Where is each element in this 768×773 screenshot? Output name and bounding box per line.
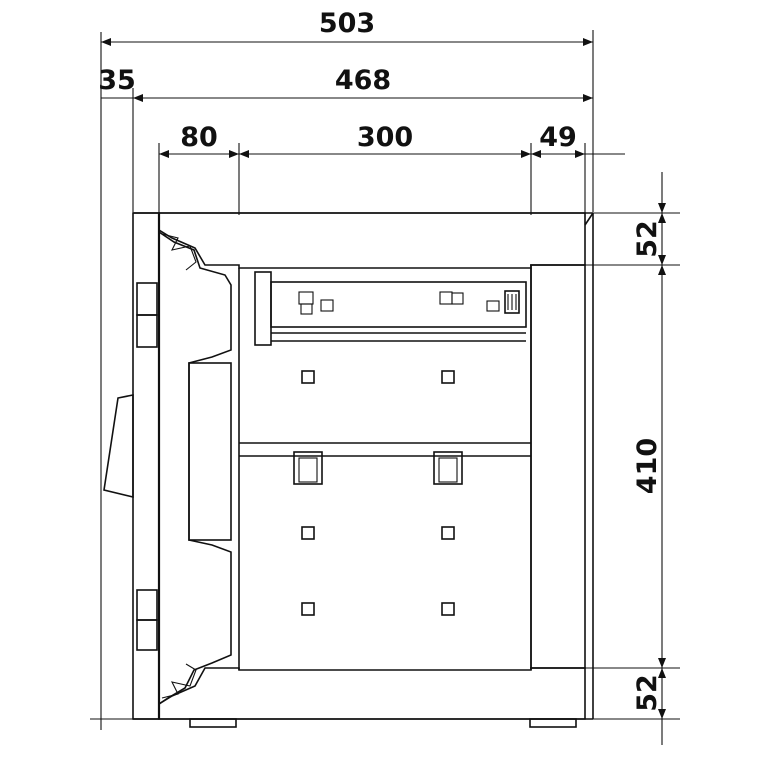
- peg-hole: [301, 370, 315, 384]
- lock-block-3: [320, 299, 334, 312]
- label-interior-width: 300: [357, 122, 413, 153]
- bottom-wall: [158, 667, 586, 720]
- label-body-width: 468: [335, 65, 391, 96]
- lock-block-5: [451, 292, 464, 305]
- label-interior-height: 410: [632, 438, 663, 494]
- lock-block-1: [298, 291, 314, 305]
- label-overall-width: 503: [319, 8, 375, 39]
- body-back-chamfer-top: [584, 212, 594, 226]
- lower-hinge-top: [136, 589, 158, 621]
- top-bolt-tooth: [161, 233, 197, 271]
- label-right-wall: 49: [539, 122, 577, 153]
- safe-body: [133, 212, 594, 720]
- upper-hinge-top: [136, 282, 158, 316]
- drawer-body: [270, 281, 527, 328]
- door-pocket: [188, 362, 232, 541]
- lock-block-2: [300, 303, 313, 315]
- label-bottom-wall: 52: [632, 674, 663, 712]
- label-door-thickness: 35: [98, 65, 136, 96]
- door-handle: [103, 394, 134, 499]
- drawer-front: [254, 271, 272, 346]
- peg-hole: [301, 602, 315, 616]
- feet: [189, 718, 577, 728]
- dimension-labels: 503 35 468 80 300 49 52 410 52: [98, 8, 663, 712]
- right-wall: [530, 264, 586, 669]
- top-wall: [158, 212, 586, 269]
- shelf-clip-right: [433, 451, 463, 485]
- peg-hole: [441, 602, 455, 616]
- lock-mechanism: [504, 290, 520, 314]
- lock-block-6: [486, 300, 500, 312]
- door-insulation: [158, 230, 232, 706]
- lower-hinge-bottom: [136, 619, 158, 651]
- peg-hole: [441, 370, 455, 384]
- lock-block-4: [439, 291, 453, 305]
- door-panel: [103, 212, 197, 720]
- shelf-clip-left-inner: [298, 457, 318, 483]
- bottom-bolt-tooth: [161, 663, 197, 699]
- interior-fittings: [239, 271, 531, 616]
- foot-back: [529, 718, 577, 728]
- foot-front: [189, 718, 237, 728]
- upper-hinge-bottom: [136, 314, 158, 348]
- peg-hole: [441, 526, 455, 540]
- peg-hole: [301, 526, 315, 540]
- label-left-wall: 80: [180, 122, 218, 153]
- shelf-clip-right-inner: [438, 457, 458, 483]
- label-top-wall: 52: [632, 220, 663, 258]
- shelf-clip-left: [293, 451, 323, 485]
